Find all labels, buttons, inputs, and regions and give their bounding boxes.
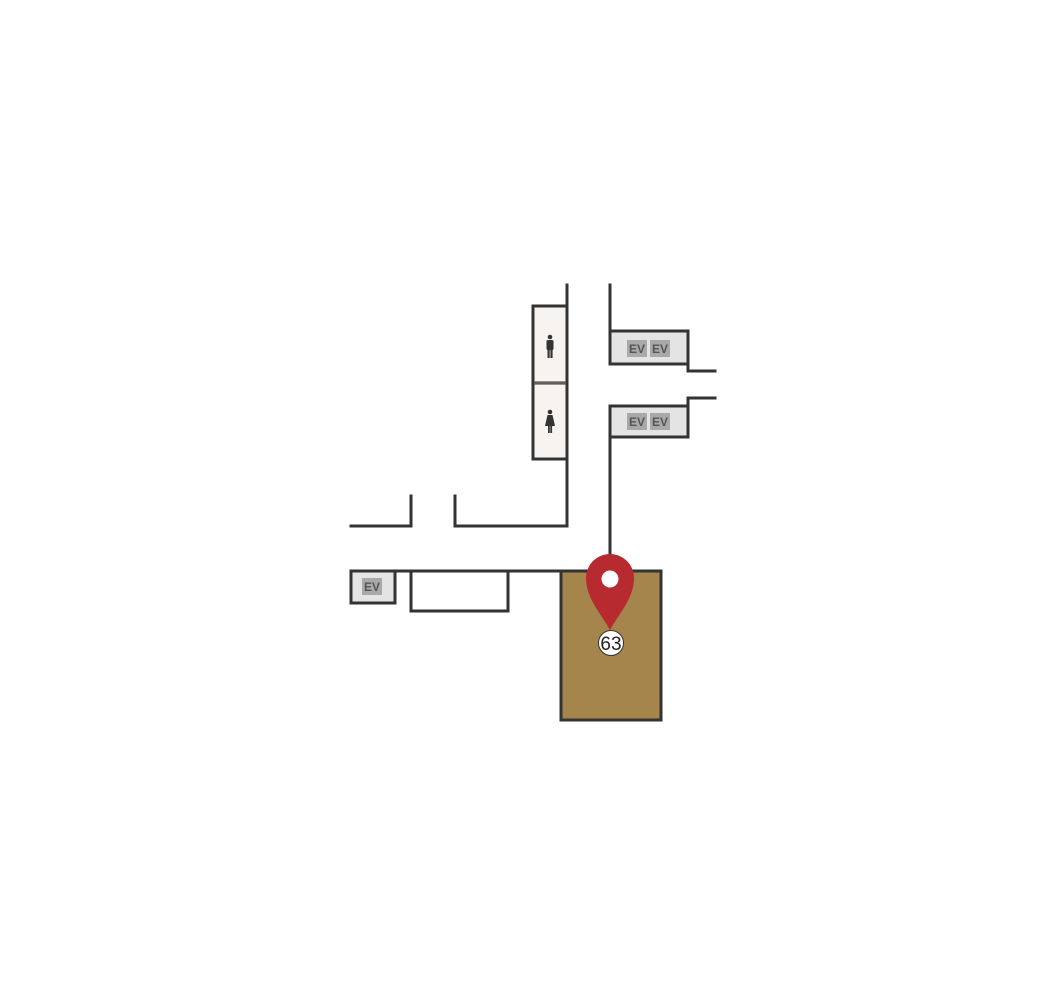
man-icon bbox=[546, 334, 554, 358]
elevator-tag: EV bbox=[627, 413, 647, 430]
elevator-box-upper[interactable] bbox=[608, 329, 690, 366]
elevator-box-lower[interactable] bbox=[608, 404, 690, 439]
wall-right-upper bbox=[686, 362, 717, 373]
elevator-group-left[interactable]: EV bbox=[349, 569, 397, 605]
wall-left-stub bbox=[349, 494, 413, 528]
restroom-block[interactable] bbox=[531, 304, 569, 461]
elevator-group-lower[interactable]: EV EV bbox=[608, 404, 690, 439]
shop-number: 63 bbox=[600, 634, 621, 655]
elevator-group-upper[interactable]: EV EV bbox=[608, 329, 690, 366]
location-pin-icon[interactable] bbox=[586, 554, 634, 630]
elevator-label: EV bbox=[652, 415, 668, 429]
wall-center bbox=[453, 457, 569, 528]
wall-right-lower bbox=[686, 396, 717, 408]
elevator-tag: EV bbox=[627, 340, 647, 357]
elevator-label: EV bbox=[629, 342, 645, 356]
pin-body bbox=[586, 554, 634, 630]
elevator-tag: EV bbox=[650, 340, 670, 357]
mens-restroom[interactable] bbox=[531, 304, 569, 385]
shop-number-badge[interactable]: 63 bbox=[598, 630, 624, 656]
room-unit[interactable] bbox=[409, 569, 510, 613]
woman-icon bbox=[545, 409, 555, 433]
pin-hole bbox=[601, 570, 619, 588]
elevator-tag: EV bbox=[362, 578, 382, 595]
shop-number-circle bbox=[598, 630, 624, 656]
elevator-tag: EV bbox=[650, 413, 670, 430]
corridor-walls bbox=[349, 283, 717, 573]
elevator-label: EV bbox=[652, 342, 668, 356]
elevator-label: EV bbox=[364, 580, 380, 594]
elevator-label: EV bbox=[629, 415, 645, 429]
